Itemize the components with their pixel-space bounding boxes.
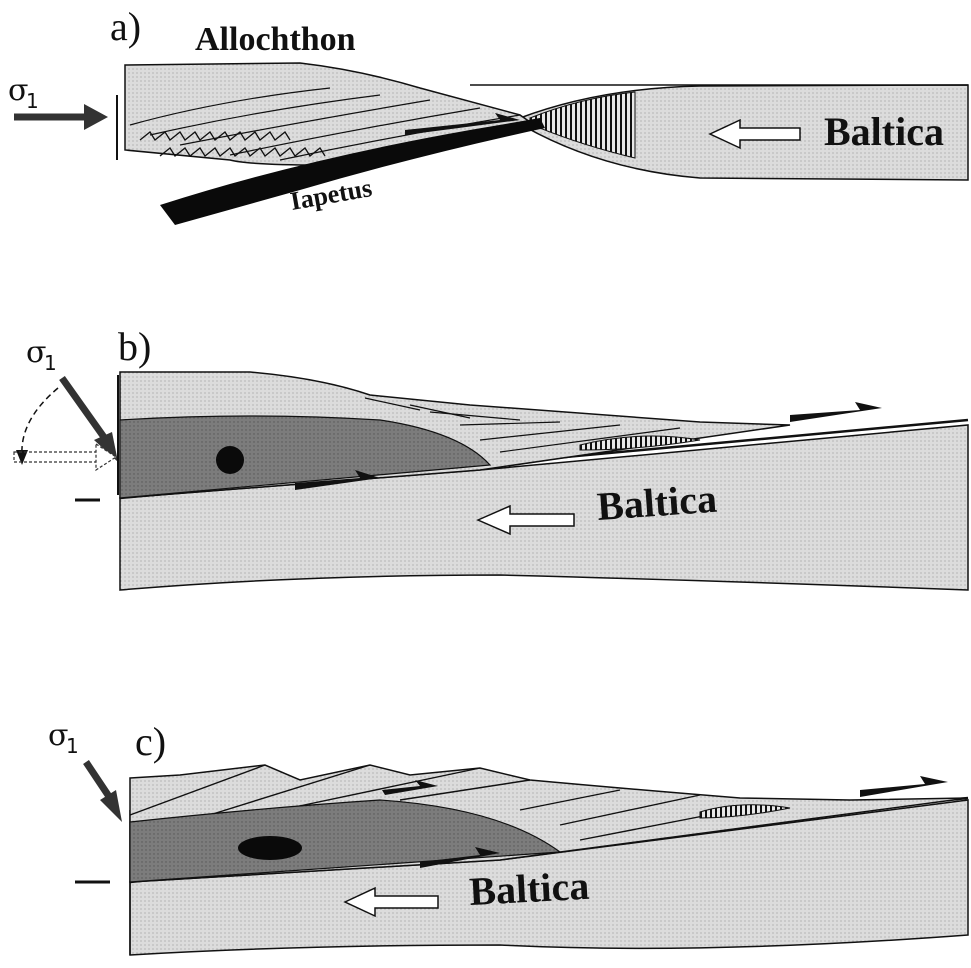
sigma1-stress-arrow: σ 1 — [8, 73, 117, 160]
marker-ellipse-c — [238, 836, 302, 860]
allochthon-title: Allochthon — [195, 21, 356, 58]
panel-a-label: a) — [110, 4, 141, 49]
shear-arrow-c-right — [860, 776, 948, 797]
marker-dot-b — [216, 446, 244, 474]
panel-b: b) σ 1 — [14, 324, 968, 590]
shear-arrow-b-upper — [790, 402, 882, 422]
baltica-label-b: Baltica — [595, 476, 718, 529]
sigma-subscript-b: 1 — [44, 351, 57, 375]
panel-a: a) Allochthon σ 1 — [8, 4, 968, 225]
sigma1-stress-arrow-b: σ 1 — [14, 335, 118, 495]
baltica-label-a: Baltica — [824, 109, 944, 154]
sigma1-stress-arrow-c: σ 1 — [48, 718, 122, 822]
panel-b-label: b) — [118, 324, 151, 369]
panel-c-label: c) — [135, 719, 166, 764]
sigma-subscript: 1 — [26, 89, 39, 113]
sigma-subscript-c: 1 — [66, 734, 79, 758]
baltica-label-c: Baltica — [468, 863, 590, 914]
panel-c: c) σ 1 — [48, 718, 968, 955]
